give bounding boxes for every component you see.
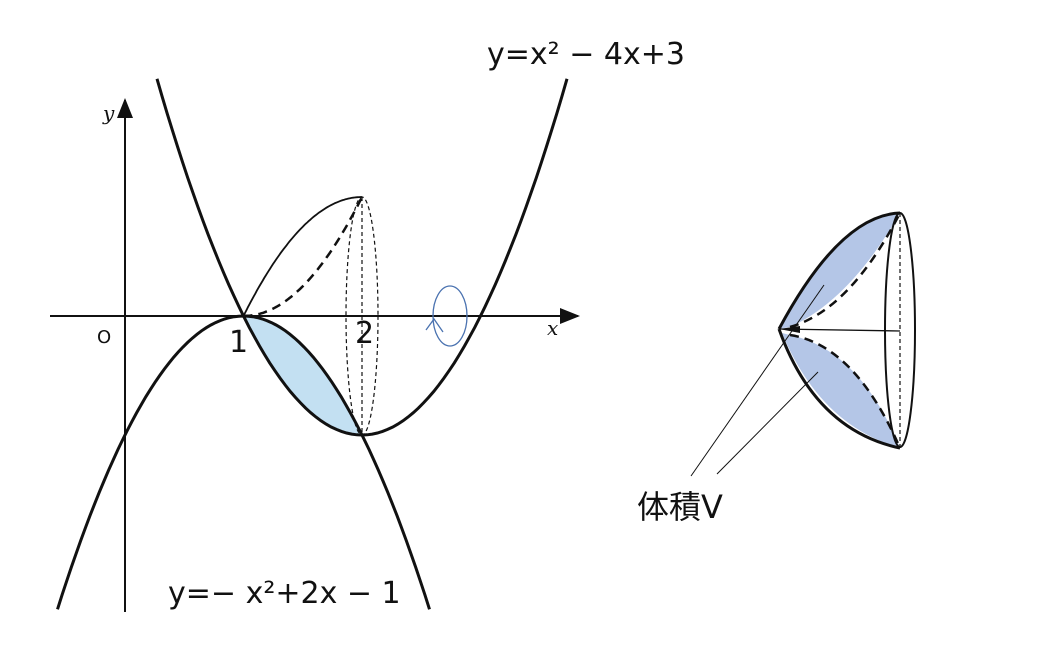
label-leader-line-bottom (716, 371, 819, 475)
lower-curve-label: y=− x²+2x − 1 (168, 576, 401, 611)
shaded-region (243, 316, 362, 435)
solid-of-revolution (777, 211, 916, 450)
x-axis-label: x (547, 316, 558, 340)
tick-label-1: 1 (229, 325, 248, 360)
rotated-curve-solid (242, 196, 362, 317)
upper-curve-label: y=x² − 4x+3 (487, 37, 685, 72)
tick-label-2: 2 (355, 316, 374, 351)
origin-label: O (97, 327, 111, 348)
rotation-arrow-icon (425, 285, 468, 347)
y-axis-label: y (102, 101, 115, 125)
rotated-curve-dashed (243, 196, 364, 318)
label-leader-line-top (690, 284, 825, 477)
volume-label: 体積V (637, 488, 723, 526)
